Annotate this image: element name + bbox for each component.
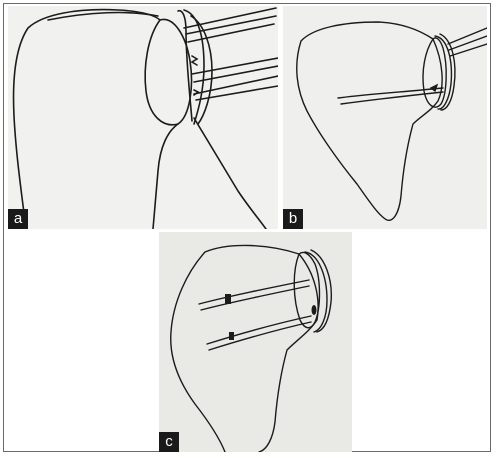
panel-c-button-2	[229, 332, 234, 340]
panel-b: b	[283, 6, 487, 229]
panel-label-c: c	[159, 432, 179, 452]
panel-c-knot	[312, 305, 317, 315]
panel-c-drawing	[159, 232, 352, 452]
panel-c-background	[159, 232, 352, 452]
panel-label-a: a	[8, 209, 28, 229]
panel-c: c	[159, 232, 352, 452]
panel-b-drawing	[283, 6, 487, 229]
panel-label-b: b	[283, 209, 303, 229]
panel-a-background	[8, 6, 278, 229]
panel-b-background	[283, 6, 487, 229]
panel-a: a	[8, 6, 278, 229]
panel-c-button-1	[225, 294, 231, 304]
panel-a-drawing	[8, 6, 278, 229]
